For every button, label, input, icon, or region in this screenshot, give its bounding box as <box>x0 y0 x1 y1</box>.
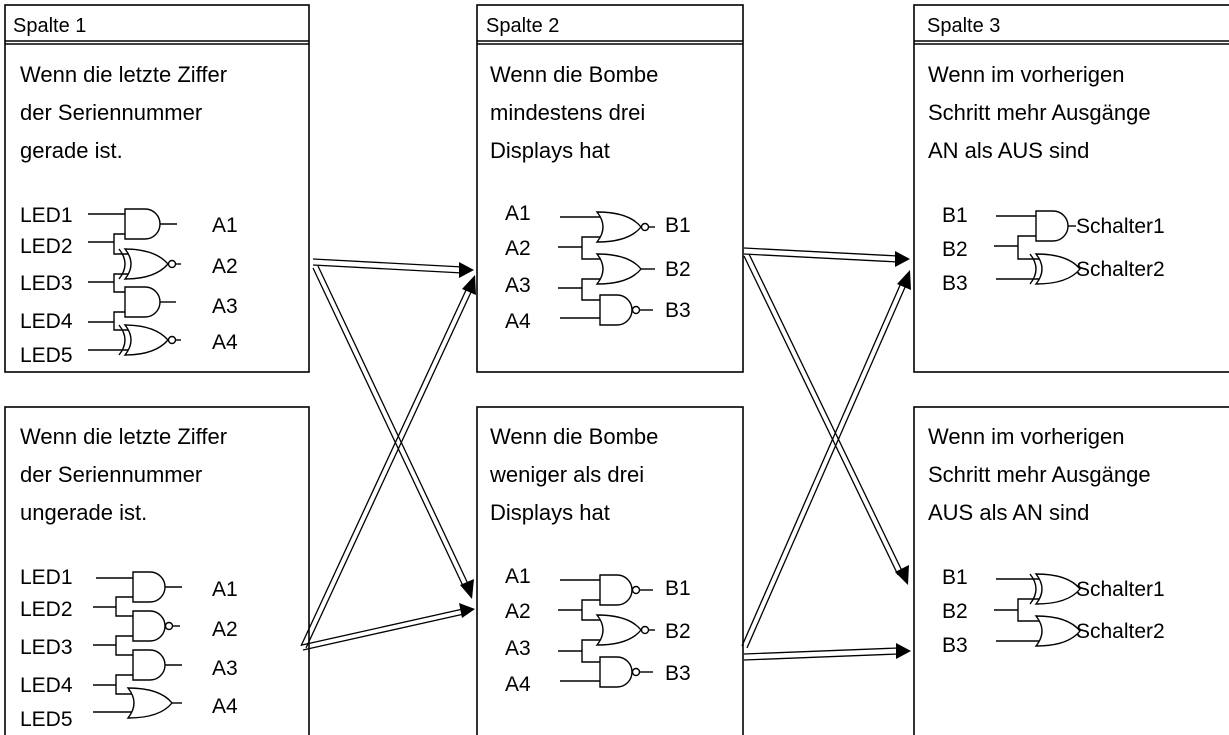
condition-line: AUS als AN sind <box>928 500 1089 525</box>
box-col2-bottom: Wenn die Bombe weniger als drei Displays… <box>476 406 744 735</box>
arrow-c2bottom-to-c3bottom <box>743 643 911 661</box>
arrow-c2bottom-to-c3top <box>741 270 911 649</box>
condition-line: der Seriennummer <box>20 462 202 487</box>
gate-nand <box>132 610 180 642</box>
condition-line: Wenn die letzte Ziffer <box>20 424 227 449</box>
gate-nor <box>595 211 655 243</box>
output-label: A2 <box>212 618 238 641</box>
arrow-c1top-to-c2bottom <box>312 265 474 599</box>
output-label: B2 <box>665 620 691 643</box>
box-col3-bottom: Wenn im vorherigen Schritt mehr Ausgänge… <box>913 406 1229 735</box>
gate-and <box>1035 210 1076 242</box>
input-label: A3 <box>505 274 531 297</box>
input-label: B1 <box>942 566 968 589</box>
gate-nand <box>599 656 653 688</box>
input-label: LED2 <box>20 598 73 621</box>
gate-or <box>595 253 655 285</box>
gate-nand <box>599 294 653 326</box>
gate-xor <box>1029 253 1081 285</box>
column-header-2: Spalte 2 <box>486 15 559 37</box>
input-label: A4 <box>505 310 531 333</box>
input-label: B3 <box>942 272 968 295</box>
input-label: B2 <box>942 238 968 261</box>
arrow-c2top-to-c3top <box>743 247 910 267</box>
column-header-1: Spalte 1 <box>13 15 86 37</box>
output-label: B3 <box>665 299 691 322</box>
input-label: LED2 <box>20 235 73 258</box>
output-label: Schalter2 <box>1076 258 1165 281</box>
output-label: A2 <box>212 255 238 278</box>
gate-and <box>124 286 176 318</box>
condition-line: Displays hat <box>490 500 610 525</box>
output-label: A1 <box>212 214 238 237</box>
condition-line: Wenn die Bombe <box>490 62 658 87</box>
input-label: LED5 <box>20 708 73 731</box>
output-label: Schalter2 <box>1076 620 1165 643</box>
arrow-c1top-to-c2top <box>312 258 474 278</box>
output-label: Schalter1 <box>1076 578 1165 601</box>
condition-line: weniger als drei <box>489 462 644 487</box>
condition-line: Wenn die letzte Ziffer <box>20 62 227 87</box>
gate-xnor <box>118 248 181 280</box>
gate-or <box>1034 615 1081 647</box>
arrow-c1bottom-to-c2top <box>300 275 476 649</box>
input-label: LED3 <box>20 636 73 659</box>
condition-line: Schritt mehr Ausgänge <box>928 462 1151 487</box>
condition-line: ungerade ist. <box>20 500 147 525</box>
gate-and <box>96 571 182 603</box>
input-label: A2 <box>505 237 531 260</box>
box-col2-top: Spalte 2 Wenn die Bombe mindestens drei … <box>476 4 744 373</box>
gate-nand <box>599 574 653 606</box>
output-label: A4 <box>212 695 238 718</box>
input-label: LED3 <box>20 272 73 295</box>
output-label: A3 <box>212 657 238 680</box>
input-label: A1 <box>505 565 531 588</box>
output-label: B1 <box>665 214 691 237</box>
output-label: A1 <box>212 578 238 601</box>
gate-and <box>132 649 182 681</box>
condition-line: Wenn die Bombe <box>490 424 658 449</box>
box-col3-top: Spalte 3 Wenn im vorherigen Schritt mehr… <box>913 4 1229 373</box>
input-label: LED1 <box>20 204 73 227</box>
column-header-3: Spalte 3 <box>927 15 1000 37</box>
input-label: LED5 <box>20 344 73 367</box>
condition-line: gerade ist. <box>20 138 123 163</box>
output-label: B2 <box>665 258 691 281</box>
condition-line: AN als AUS sind <box>928 138 1089 163</box>
gate-or <box>126 687 182 719</box>
input-label: A3 <box>505 637 531 660</box>
output-label: B3 <box>665 662 691 685</box>
gate-xor <box>1029 573 1081 605</box>
gate-and <box>88 208 177 240</box>
input-label: B3 <box>942 634 968 657</box>
arrow-c1bottom-to-c2bottom <box>301 603 475 651</box>
box-col1-top: Spalte 1 Wenn die letzte Ziffer der Seri… <box>4 4 310 373</box>
condition-line: Displays hat <box>490 138 610 163</box>
input-label: LED4 <box>20 310 73 333</box>
condition-line: Schritt mehr Ausgänge <box>928 100 1151 125</box>
condition-line: Wenn im vorherigen <box>928 424 1124 449</box>
output-label: B1 <box>665 577 691 600</box>
input-label: B2 <box>942 600 968 623</box>
gate-nor <box>595 614 655 646</box>
condition-line: Wenn im vorherigen <box>928 62 1124 87</box>
input-label: A1 <box>505 202 531 225</box>
input-label: A4 <box>505 673 531 696</box>
input-label: LED1 <box>20 566 73 589</box>
output-label: Schalter1 <box>1076 215 1165 238</box>
arrow-c2top-to-c3bottom <box>743 253 909 585</box>
output-label: A4 <box>212 331 238 354</box>
condition-line: mindestens drei <box>490 100 645 125</box>
input-label: LED4 <box>20 674 73 697</box>
condition-line: der Seriennummer <box>20 100 202 125</box>
output-label: A3 <box>212 295 238 318</box>
input-label: B1 <box>942 204 968 227</box>
gate-xnor <box>118 324 181 356</box>
input-label: A2 <box>505 600 531 623</box>
box-col1-bottom: Wenn die letzte Ziffer der Seriennummer … <box>4 406 310 735</box>
